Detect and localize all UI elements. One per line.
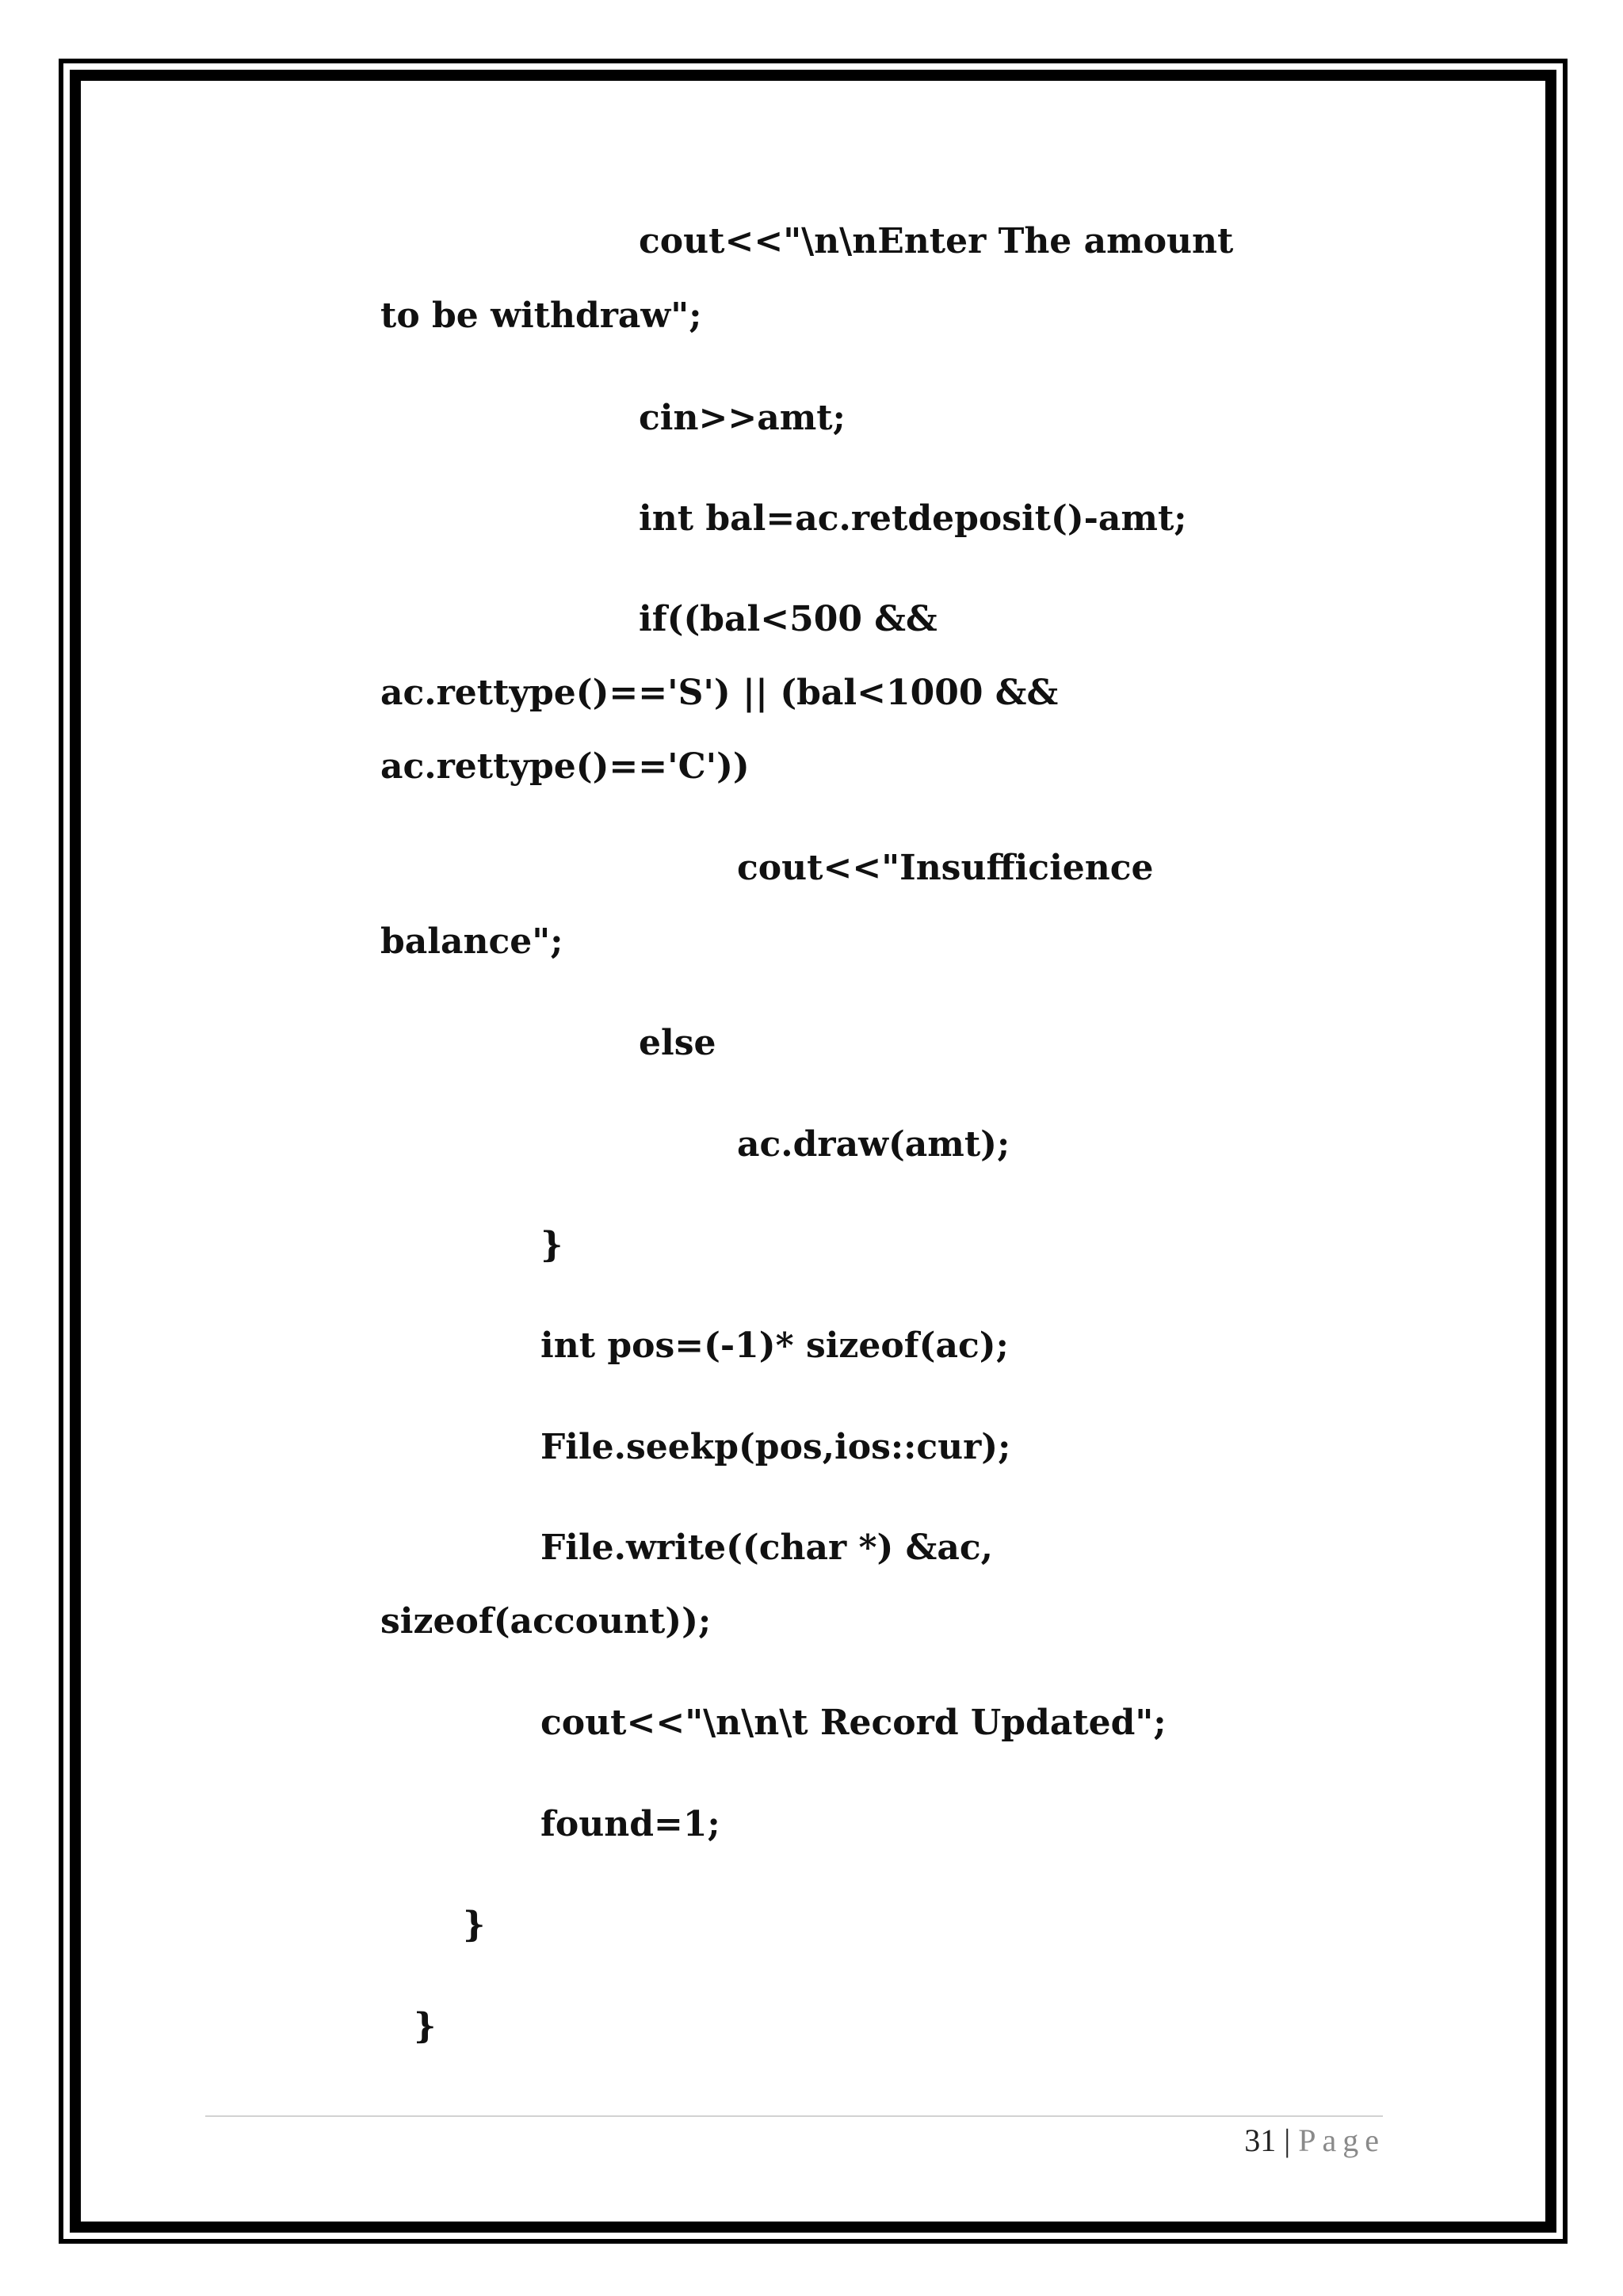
page-label: Page xyxy=(1298,2122,1385,2158)
code-line: to be withdraw"; xyxy=(380,296,702,336)
code-line: balance"; xyxy=(380,921,563,962)
code-line: ac.rettype()=='S') || (bal<1000 && xyxy=(380,673,1059,713)
code-line: found=1; xyxy=(540,1804,720,1844)
code-line: int pos=(-1)* sizeof(ac); xyxy=(540,1325,1009,1366)
footer-divider xyxy=(205,2115,1383,2117)
page-number: 31 xyxy=(1244,2122,1277,2158)
code-line: ac.rettype()=='C')) xyxy=(380,746,750,787)
code-line: } xyxy=(540,1225,563,1265)
code-line: if((bal<500 && xyxy=(639,599,938,639)
code-line: cin>>amt; xyxy=(639,398,846,438)
page-border-inner xyxy=(70,70,1556,2233)
page-separator: | xyxy=(1284,2122,1291,2158)
code-line: else xyxy=(639,1023,716,1063)
code-line: cout<<"Insufficience xyxy=(737,848,1154,888)
code-line: File.seekp(pos,ios::cur); xyxy=(540,1427,1011,1467)
code-line: } xyxy=(414,2006,437,2046)
code-line: File.write((char *) &ac, xyxy=(540,1527,993,1568)
code-line: sizeof(account)); xyxy=(380,1601,712,1642)
code-line: int bal=ac.retdeposit()-amt; xyxy=(639,498,1187,539)
code-line: cout<<"\n\n\t Record Updated"; xyxy=(540,1703,1167,1743)
code-line: } xyxy=(463,1905,486,1945)
code-line: ac.draw(amt); xyxy=(737,1124,1010,1165)
page-footer: 31 | Page xyxy=(1244,2117,1385,2164)
page-border-outer xyxy=(59,59,1568,2244)
code-line: cout<<"\n\nEnter The amount xyxy=(639,221,1234,261)
